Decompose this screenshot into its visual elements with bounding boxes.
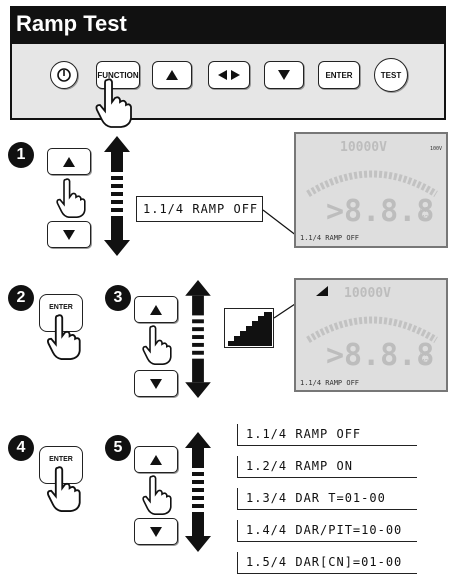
pointing-hand-icon: [47, 466, 81, 512]
callout-pointer: [262, 209, 298, 237]
function-button[interactable]: FUNCTION: [96, 61, 140, 89]
up-down-arrow-icon: [185, 280, 211, 398]
lcd-bargraph-arc: [306, 170, 438, 197]
left-right-icon: [218, 70, 240, 80]
test-label: TEST: [380, 70, 402, 80]
lcd-corner-label: 100V: [430, 146, 443, 152]
power-button[interactable]: [50, 61, 78, 89]
step-badge-4: 4: [8, 435, 34, 461]
triangle-down-icon: [150, 526, 162, 537]
up-button[interactable]: [152, 61, 192, 89]
triangle-down-icon: [63, 229, 75, 240]
power-icon: [57, 68, 71, 82]
option-item[interactable]: 1.5/4 DAR[CN]=01-00: [237, 552, 417, 574]
triangle-up-icon: [150, 304, 162, 315]
down-button[interactable]: [264, 61, 304, 89]
step3-up-button[interactable]: [134, 296, 178, 323]
pointing-hand-icon: [56, 178, 86, 218]
test-button[interactable]: TEST: [374, 58, 408, 92]
step1-callout: 1.1/4 RAMP OFF: [136, 196, 263, 222]
step-badge-2: 2: [8, 285, 34, 311]
lcd-top-reading: 10000V: [340, 140, 387, 155]
ramp-indicator-icon: [316, 286, 328, 296]
step3-down-button[interactable]: [134, 370, 178, 397]
lcd-bargraph-arc: [306, 316, 438, 343]
step1-down-button[interactable]: [47, 221, 91, 248]
up-down-arrow-icon: [185, 432, 211, 552]
button-panel: FUNCTION ENTER TEST: [10, 42, 446, 120]
function-label: FUNCTION: [97, 70, 139, 80]
option-item[interactable]: 1.3/4 DAR T=01-00: [237, 488, 417, 510]
step-badge-5: 5: [105, 435, 131, 461]
step5-down-button[interactable]: [134, 518, 178, 545]
step-badge-1: 1: [8, 142, 34, 168]
enter-label: ENTER: [49, 304, 73, 311]
triangle-down-icon: [278, 70, 290, 80]
lcd-big-digits: >8.8.8: [326, 338, 435, 373]
step1-up-button[interactable]: [47, 148, 91, 175]
enter-label: ENTER: [49, 456, 73, 463]
triangle-down-icon: [150, 378, 162, 389]
option-item[interactable]: 1.2/4 RAMP ON: [237, 456, 417, 478]
triangle-up-icon: [166, 70, 178, 80]
enter-button[interactable]: ENTER: [318, 61, 360, 89]
lcd-status-text: 1.1/4 RAMP OFF: [300, 379, 360, 387]
page-title: Ramp Test: [10, 6, 446, 42]
pointing-hand-icon: [142, 325, 172, 365]
up-down-arrow-icon: [104, 136, 130, 256]
pointing-hand-icon: [142, 475, 172, 515]
triangle-up-icon: [63, 156, 75, 167]
staircase-ramp-icon: [228, 312, 272, 346]
pointing-hand-icon: [47, 314, 81, 360]
step5-up-button[interactable]: [134, 446, 178, 473]
step3-ramp-callout: [224, 308, 274, 348]
lcd-top-reading: 10000V: [344, 286, 391, 301]
option-item[interactable]: 1.4/4 DAR/PIT=10-00: [237, 520, 417, 542]
triangle-up-icon: [150, 454, 162, 465]
step-badge-3: 3: [105, 285, 131, 311]
lcd-big-digits: >8.8.8: [326, 194, 435, 229]
lcd-status-text: 1.1/4 RAMP OFF: [300, 234, 360, 242]
enter-label: ENTER: [325, 70, 353, 80]
left-right-button[interactable]: [208, 61, 250, 89]
option-item[interactable]: 1.1/4 RAMP OFF: [237, 424, 417, 446]
pointing-hand-icon: [95, 78, 132, 128]
